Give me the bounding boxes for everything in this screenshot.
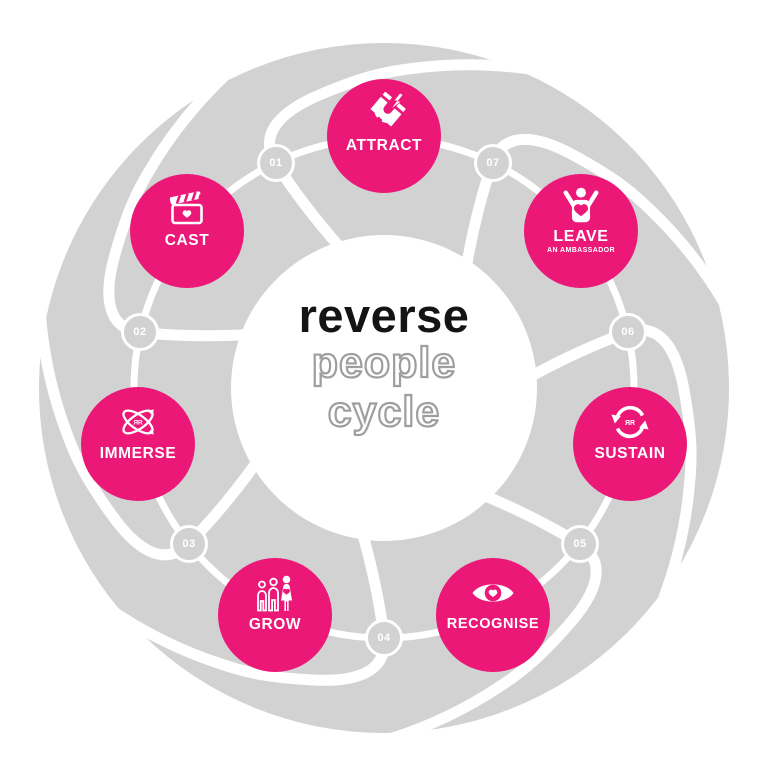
step-number: 05: [573, 538, 587, 550]
monogram-text: ЯR: [625, 420, 635, 427]
node-label: ATTRACT: [345, 137, 423, 154]
node-grow: GROW: [218, 558, 332, 672]
node-label: SUSTAIN: [594, 445, 666, 462]
step-number: 04: [377, 632, 391, 644]
node-label: CAST: [164, 232, 210, 249]
swirl-cut: [103, 69, 251, 342]
step-badge-02: 02: [121, 313, 159, 351]
step-badge-03: 03: [170, 525, 208, 563]
step-badge-05: 05: [561, 525, 599, 563]
step-number: 02: [133, 326, 147, 338]
swirl-cut: [264, 59, 536, 252]
step-badge-07: 07: [474, 144, 512, 182]
magnet-icon: [370, 92, 406, 127]
step-number: 01: [269, 157, 283, 169]
node-label: IMMERSE: [99, 445, 177, 462]
node-cast: CAST: [130, 174, 244, 288]
node-leave-an-ambassador: LEAVE AN AMBASSADOR: [524, 174, 638, 288]
node-sublabel: AN AMBASSADOR: [547, 247, 615, 254]
ambassador-icon: [563, 187, 599, 223]
swirl-cuts: [35, 59, 730, 745]
people-growth-icon: [257, 575, 292, 612]
step-number: 06: [621, 326, 635, 338]
step-number: 03: [182, 538, 196, 550]
swirl-cut: [35, 311, 262, 561]
cycle-arrows-icon: ЯR: [611, 405, 649, 439]
step-badge-06: 06: [609, 313, 647, 351]
title-line-reverse: reverse: [298, 289, 470, 342]
swirl-cut: [385, 490, 602, 745]
clapperboard-icon: [169, 191, 203, 225]
step-badge-04: 04: [365, 619, 403, 657]
node-label: LEAVE: [553, 228, 609, 245]
swirl-cut: [108, 529, 390, 686]
eye-heart-icon: [472, 584, 514, 602]
node-label: RECOGNISE: [446, 616, 540, 632]
node-recognise: RECOGNISE: [436, 558, 550, 672]
inner-circle: [231, 235, 537, 541]
atom-icon: ЯR: [122, 409, 154, 435]
step-badge-01: 01: [257, 144, 295, 182]
node-immerse: ЯR IMMERSE: [81, 387, 195, 501]
swirl-cut: [461, 133, 730, 309]
node-label: GROW: [248, 616, 302, 633]
node-sustain: ЯR SUSTAIN: [573, 387, 687, 501]
title-line-people: people: [311, 338, 457, 388]
title-line-cycle: cycle: [327, 387, 441, 437]
center-title: reverse people cycle: [234, 292, 534, 438]
step-number: 07: [486, 157, 500, 169]
swirl-cut: [526, 324, 697, 607]
node-attract: ATTRACT: [327, 79, 441, 193]
monogram-text: ЯR: [133, 419, 143, 426]
